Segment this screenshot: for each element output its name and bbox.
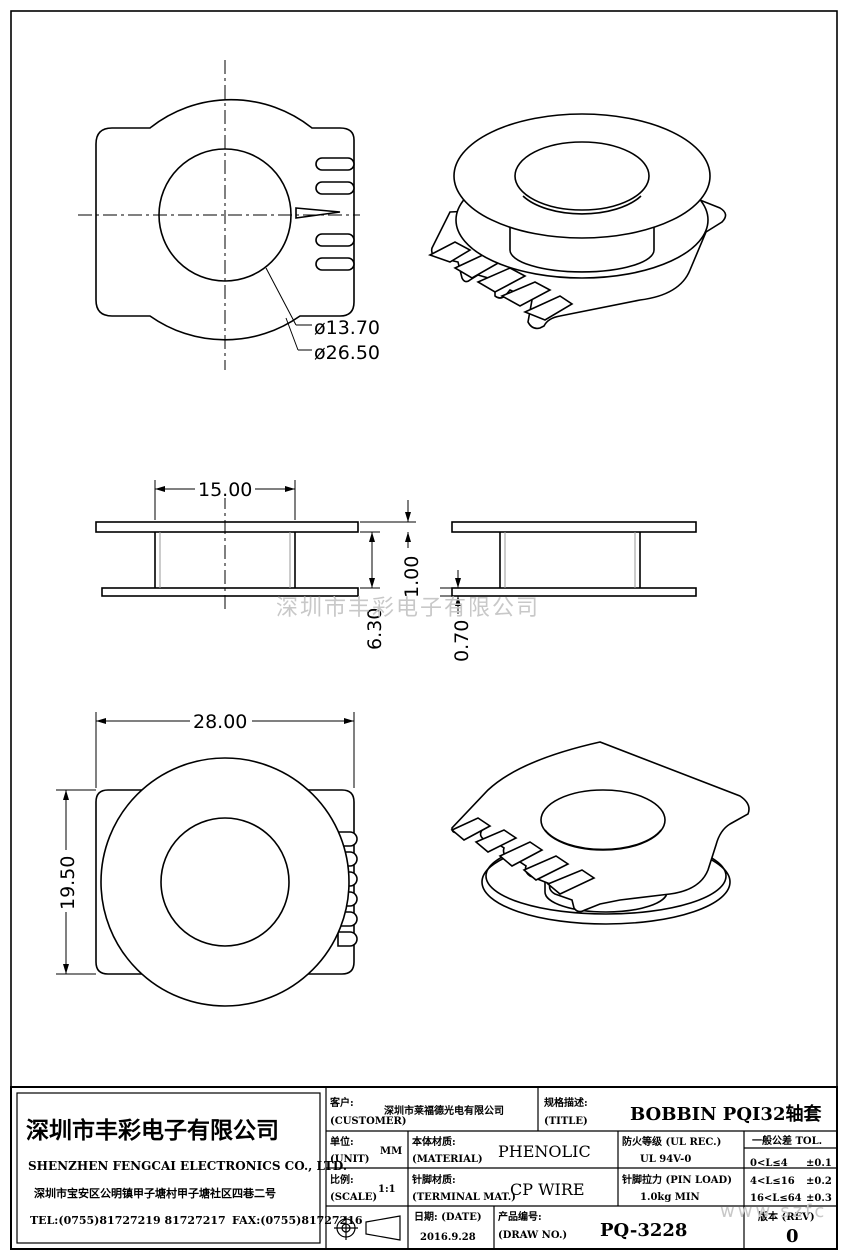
scale-label-cn: 比例:	[330, 1173, 354, 1186]
date-value: 2016.9.28	[420, 1232, 476, 1243]
material-label-cn: 本体材质:	[412, 1135, 456, 1148]
height-6-30-label: 6.30	[364, 608, 386, 650]
title-label-cn: 规格描述:	[544, 1096, 588, 1109]
inner-diameter-label: ø13.70	[314, 317, 380, 339]
drawing-frame	[10, 10, 838, 1250]
unit-label-cn: 单位:	[330, 1135, 354, 1148]
iso-view-top	[427, 113, 727, 330]
tol-range-3: 16<L≤64	[750, 1193, 802, 1204]
date-label: 日期: (DATE)	[414, 1210, 482, 1223]
tol-range-1: 0<L≤4	[750, 1158, 788, 1169]
terminal-label-cn: 针脚材质:	[412, 1173, 456, 1186]
company-name-cn: 深圳市丰彩电子有限公司	[26, 1117, 279, 1144]
top-view: ø13.70 ø26.50	[78, 60, 380, 370]
bottom-view: 28.00 19.50	[56, 710, 358, 1007]
tol-label: 一般公差 TOL.	[752, 1134, 822, 1147]
ul-value: UL 94V-0	[640, 1154, 691, 1165]
corner-watermark: www.szfc	[720, 1201, 827, 1222]
ul-label: 防火等级 (UL REC.)	[622, 1135, 721, 1148]
flange-0-70-label: 0.70	[451, 620, 473, 662]
drawno-value: PQ-3228	[600, 1220, 687, 1241]
customer-label-cn: 客户:	[329, 1096, 354, 1109]
iso-view-bottom	[450, 741, 750, 925]
pinload-label: 针脚拉力 (PIN LOAD)	[622, 1173, 732, 1186]
height-19-50-label: 19.50	[57, 856, 79, 910]
scale-value: 1:1	[378, 1184, 396, 1195]
drawno-label-en: (DRAW NO.)	[498, 1230, 567, 1241]
tol-range-2: 4<L≤16	[750, 1176, 795, 1187]
tol-value-3: ±0.3	[806, 1193, 832, 1204]
unit-value: MM	[380, 1146, 402, 1157]
company-address: 深圳市宝安区公明镇甲子塘村甲子塘社区四巷二号	[34, 1186, 276, 1200]
tol-value-2: ±0.2	[806, 1176, 832, 1187]
title-label-en: (TITLE)	[544, 1116, 588, 1127]
width-15-label: 15.00	[198, 479, 252, 501]
pinload-value: 1.0kg MIN	[640, 1192, 700, 1203]
rev-label: 版本 (REV)	[758, 1210, 815, 1223]
customer-value: 深圳市莱福德光电有限公司	[384, 1104, 504, 1117]
company-name-en: SHENZHEN FENGCAI ELECTRONICS CO., LTD.	[28, 1159, 347, 1173]
drawno-label-cn: 产品编号:	[498, 1210, 542, 1223]
material-value: PHENOLIC	[498, 1142, 591, 1161]
flange-1-00-label: 1.00	[401, 556, 423, 598]
watermark-text: 深圳市丰彩电子有限公司	[276, 596, 540, 621]
terminal-value: CP WIRE	[510, 1180, 585, 1199]
title-block	[10, 1086, 838, 1250]
unit-label-en: (UNIT)	[330, 1154, 369, 1165]
outer-diameter-label: ø26.50	[314, 342, 380, 364]
tol-value-1: ±0.1	[806, 1158, 832, 1169]
terminal-label-en: (TERMINAL MAT.)	[412, 1192, 516, 1203]
company-fax: FAX:(0755)81727216	[232, 1214, 363, 1227]
company-phone: TEL:(0755)81727219 81727217	[30, 1214, 226, 1227]
side-view-right: 0.70	[440, 521, 697, 662]
side-view-left: 15.00 6.30 1.00	[95, 478, 423, 650]
scale-label-en: (SCALE)	[330, 1192, 377, 1203]
material-label-en: (MATERIAL)	[412, 1154, 483, 1165]
title-value: BOBBIN PQI32轴套	[630, 1103, 821, 1125]
width-28-label: 28.00	[193, 711, 247, 733]
customer-label-en: (CUSTOMER)	[330, 1116, 407, 1127]
rev-value: 0	[786, 1226, 799, 1247]
